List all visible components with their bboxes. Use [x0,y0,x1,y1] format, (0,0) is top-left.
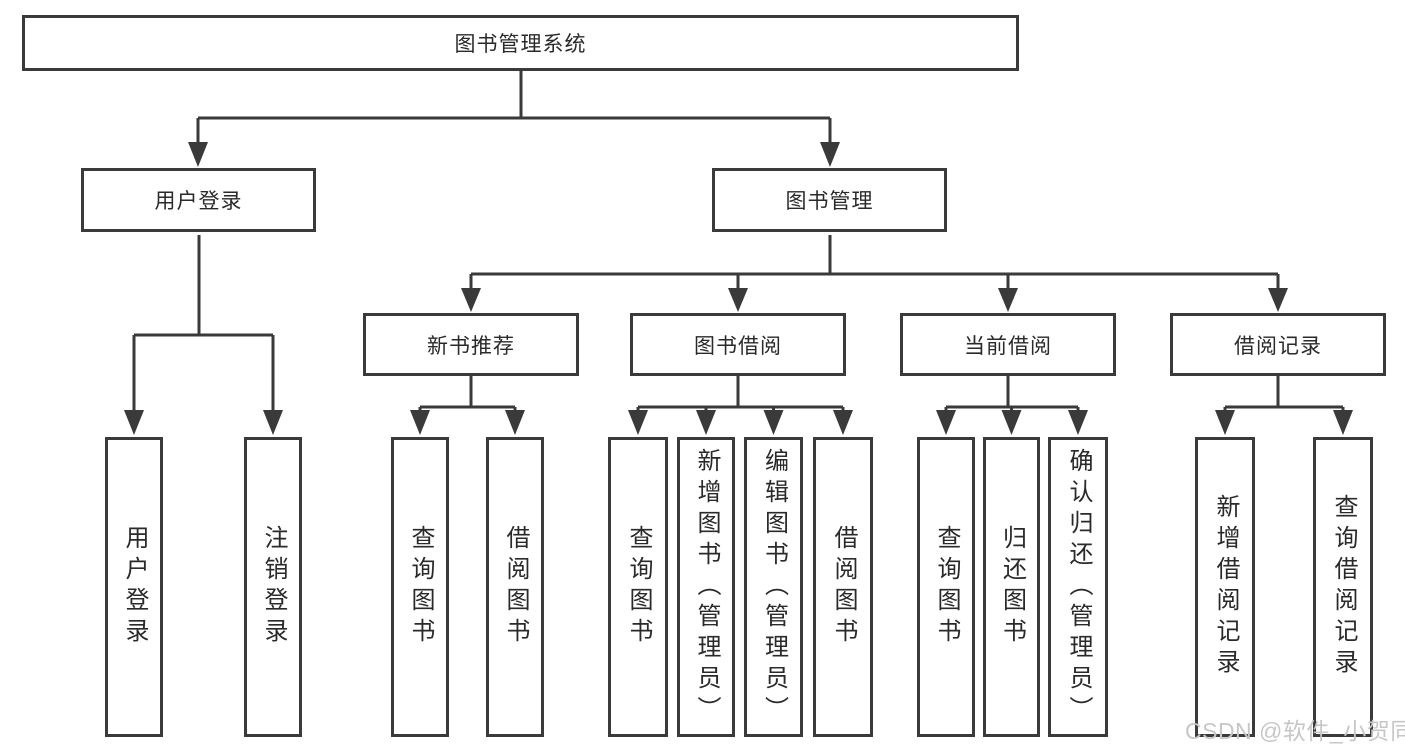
leaf-confirm-return-admin-label: 确认归还（管理员） [1065,447,1092,727]
node-borrowing-records: 借阅记录 [1170,313,1386,376]
leaf-return-books-label: 归还图书 [998,525,1026,649]
node-user-login: 用户登录 [81,168,316,232]
leaf-add-borrow-record-label: 新增借阅记录 [1212,494,1239,680]
leaf-borrow-books-borrowing: 借阅图书 [813,437,873,737]
leaf-add-borrow-record: 新增借阅记录 [1195,437,1255,737]
node-current-borrowing-label: 当前借阅 [964,334,1052,358]
leaf-borrow-books-recommend: 借阅图书 [486,437,544,737]
leaf-borrow-books-borrowing-label: 借阅图书 [830,525,857,649]
node-book-management-label: 图书管理 [785,190,874,213]
node-book-borrowing-label: 图书借阅 [694,334,782,358]
leaf-edit-book-admin: 编辑图书（管理员） [744,437,803,737]
leaf-query-borrow-record: 查询借阅记录 [1313,437,1373,737]
node-user-login-label: 用户登录 [154,190,243,213]
leaf-query-books-current: 查询图书 [917,437,975,737]
leaf-query-borrow-record-label: 查询借阅记录 [1330,494,1357,680]
leaf-query-books-current-label: 查询图书 [933,525,960,649]
connector-lines [132,71,1345,412]
arrowhead-icons [124,142,1353,435]
leaf-user-login: 用户登录 [105,437,163,737]
node-new-book-recommend-label: 新书推荐 [427,334,515,358]
leaf-query-books-borrowing-label: 查询图书 [625,525,652,649]
leaf-confirm-return-admin: 确认归还（管理员） [1048,437,1108,737]
node-new-book-recommend: 新书推荐 [363,313,579,376]
leaf-borrow-books-recommend-label: 借阅图书 [502,525,529,649]
watermark: CSDN @软件_小贺同学 [1185,718,1405,744]
node-borrowing-records-label: 借阅记录 [1234,334,1322,358]
leaf-return-books: 归还图书 [983,437,1040,737]
node-current-borrowing: 当前借阅 [900,313,1116,376]
leaf-add-book-admin: 新增图书（管理员） [677,437,735,737]
node-root-label: 图书管理系统 [454,33,587,56]
node-book-borrowing: 图书借阅 [630,313,846,376]
leaf-logout: 注销登录 [244,437,302,737]
leaf-query-books-recommend: 查询图书 [391,437,449,737]
node-book-management: 图书管理 [712,168,947,232]
node-root: 图书管理系统 [22,15,1019,71]
leaf-query-books-recommend-label: 查询图书 [407,525,434,649]
leaf-add-book-admin-label: 新增图书（管理员） [693,447,720,727]
leaf-user-login-label: 用户登录 [121,525,148,649]
leaf-logout-label: 注销登录 [260,525,287,649]
leaf-edit-book-admin-label: 编辑图书（管理员） [760,447,788,727]
leaf-query-books-borrowing: 查询图书 [608,437,668,737]
